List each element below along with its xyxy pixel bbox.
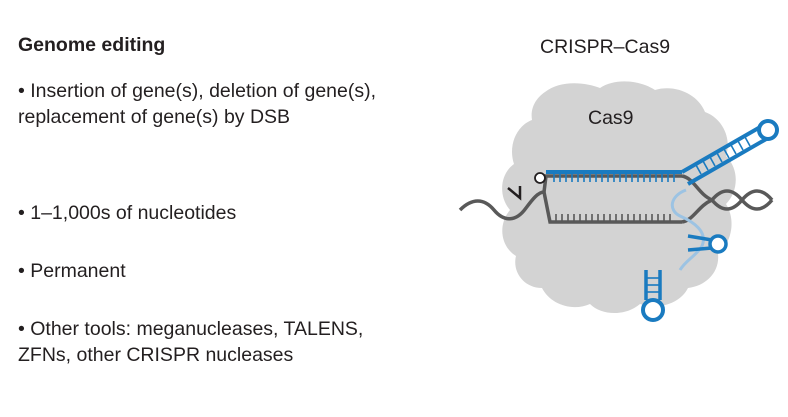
bullet-insertion-deletion: • Insertion of gene(s), deletion of gene… [18, 80, 377, 128]
guide-rna-base-pairs [553, 172, 675, 182]
guide-rna-lower-pairs [646, 277, 660, 293]
cut-site-marker [507, 186, 522, 201]
dna-top-strand [542, 174, 682, 193]
dna-right-helix-b [710, 189, 774, 211]
guide-rna-5prime-end [534, 172, 546, 184]
bullet-nucleotides: • 1–1,000s of nucleotides [18, 202, 237, 224]
bullet-other-tools: • Other tools: meganucleases, TALENS, ZF… [18, 318, 364, 366]
guide-rna-loop-upper [757, 119, 779, 141]
dna-right-junction [681, 174, 713, 224]
dna-bottom-strand-bases [555, 214, 671, 222]
cas9-label: Cas9 [588, 107, 634, 129]
crispr-cas9-title: CRISPR–Cas9 [540, 36, 671, 58]
bullet-permanent: • Permanent [18, 260, 126, 282]
crispr-cas9-diagram: Cas9 [458, 81, 779, 322]
dna-bottom-strand [542, 191, 682, 224]
guide-rna-stem-mid [687, 234, 713, 252]
guide-rna-loop-mid [708, 234, 728, 254]
guide-rna-internal-structure [670, 188, 705, 271]
genome-editing-heading: Genome editing [18, 34, 166, 56]
guide-rna-hairpin-pairs [695, 136, 751, 175]
guide-rna-loop-lower [641, 298, 665, 322]
dna-left-tail [458, 190, 545, 221]
guide-rna-hairpin-upper [681, 124, 769, 186]
cas9-protein-blob [502, 81, 736, 313]
